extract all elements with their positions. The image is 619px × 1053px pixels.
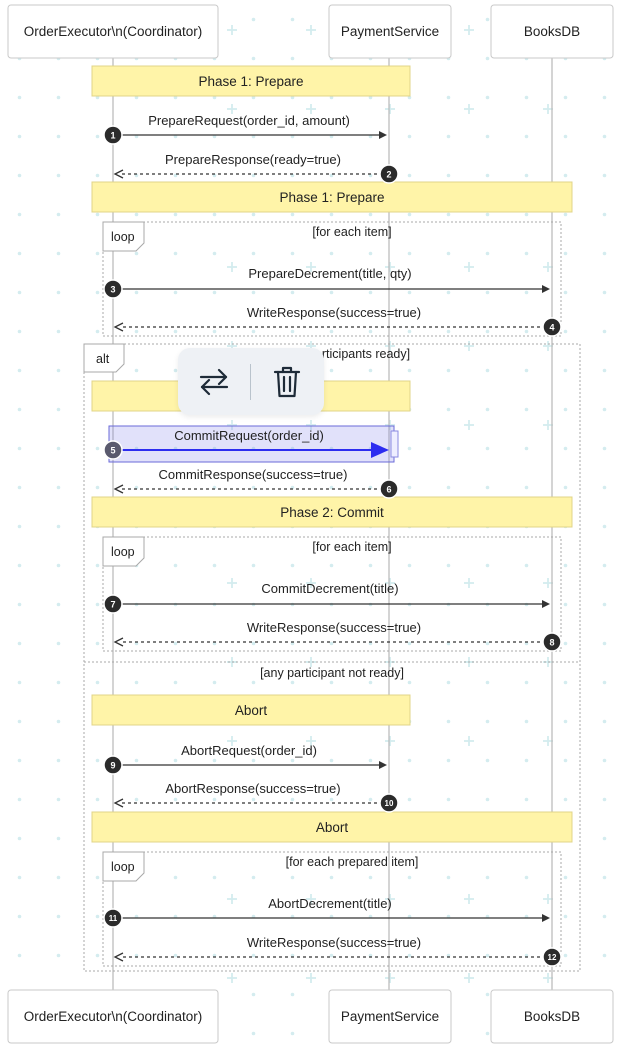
svg-text:BooksDB: BooksDB	[524, 24, 580, 39]
loop-fragment-1[interactable]: loop [for each item]	[102, 221, 562, 337]
selected-message-highlight[interactable]	[108, 425, 399, 463]
note-phase1-prepare-b[interactable]: Phase 1: Prepare	[91, 181, 573, 213]
message-12-label: WriteResponse(success=true)	[247, 935, 421, 950]
message-3[interactable]: PrepareDecrement(title, qty) 3	[103, 266, 550, 299]
note-abort-a[interactable]: Abort	[91, 694, 411, 726]
message-4-label: WriteResponse(success=true)	[247, 305, 421, 320]
trash-icon	[273, 366, 301, 397]
svg-text:BooksDB: BooksDB	[524, 1009, 580, 1024]
message-4[interactable]: WriteResponse(success=true) 4	[113, 305, 562, 337]
loop-fragment-1-condition: [for each item]	[312, 225, 391, 239]
message-3-seq: 3	[110, 285, 115, 295]
selection-resize-handle[interactable]	[390, 430, 399, 458]
message-7[interactable]: CommitDecrement(title) 7	[103, 581, 550, 614]
message-9-label: AbortRequest(order_id)	[181, 743, 317, 758]
message-11-label: AbortDecrement(title)	[268, 896, 392, 911]
messages: PrepareRequest(order_id, amount) 1 Prepa…	[103, 113, 562, 967]
message-9[interactable]: AbortRequest(order_id) 9	[103, 743, 387, 775]
svg-text:OrderExecutor\n(Coordinator): OrderExecutor\n(Coordinator)	[24, 1009, 203, 1024]
alt-fragment[interactable]: alt rticipants ready] [any participant n…	[83, 343, 581, 972]
notes: Phase 1: Prepare Phase 1: Prepare Phase …	[91, 65, 573, 843]
actor-coordinator-top[interactable]: OrderExecutor\n(Coordinator)	[7, 4, 219, 59]
note-abort-b[interactable]: Abort	[91, 811, 573, 843]
alt-fragment-condition: rticipants ready]	[322, 347, 410, 361]
svg-text:PaymentService: PaymentService	[341, 1009, 439, 1024]
message-5-label: CommitRequest(order_id)	[174, 428, 324, 443]
message-8-label: WriteResponse(success=true)	[247, 620, 421, 635]
loop-fragment-1-label: loop	[111, 230, 135, 244]
message-12[interactable]: WriteResponse(success=true) 12	[113, 935, 562, 967]
actor-payment-service-top[interactable]: PaymentService	[328, 4, 452, 59]
fragments: loop [for each item] alt rticipants read…	[83, 221, 581, 972]
svg-text:Phase 1: Prepare: Phase 1: Prepare	[279, 190, 384, 205]
message-8-seq: 8	[549, 638, 554, 648]
message-2-label: PrepareResponse(ready=true)	[165, 152, 341, 167]
svg-text:OrderExecutor\n(Coordinator): OrderExecutor\n(Coordinator)	[24, 24, 203, 39]
actor-coordinator-bottom[interactable]: OrderExecutor\n(Coordinator)	[7, 989, 219, 1044]
message-5-seq: 5	[110, 446, 115, 456]
context-toolbar	[178, 348, 324, 415]
actor-books-db-bottom[interactable]: BooksDB	[490, 989, 614, 1044]
message-5[interactable]: CommitRequest(order_id) 5	[103, 428, 389, 460]
message-2-seq: 2	[386, 170, 391, 180]
message-4-seq: 4	[549, 323, 554, 333]
loop-fragment-3-label: loop	[111, 860, 135, 874]
toolbar-separator	[250, 363, 251, 400]
message-6[interactable]: CommitResponse(success=true) 6	[113, 467, 399, 499]
actor-payment-service-bottom[interactable]: PaymentService	[328, 989, 452, 1044]
svg-text:Phase 2: Commit: Phase 2: Commit	[280, 505, 384, 520]
note-phase2-commit[interactable]: Phase 2: Commit	[91, 496, 573, 528]
message-8[interactable]: WriteResponse(success=true) 8	[113, 620, 562, 652]
loop-fragment-2-condition: [for each item]	[312, 540, 391, 554]
message-6-label: CommitResponse(success=true)	[159, 467, 348, 482]
message-10[interactable]: AbortResponse(success=true) 10	[113, 781, 399, 813]
message-11[interactable]: AbortDecrement(title) 11	[103, 896, 550, 928]
svg-text:Abort: Abort	[235, 703, 268, 718]
message-6-seq: 6	[386, 485, 391, 495]
svg-text:Abort: Abort	[316, 820, 349, 835]
delete-button[interactable]	[251, 348, 323, 415]
alt-else-condition: [any participant not ready]	[260, 666, 404, 680]
swap-direction-button[interactable]	[178, 348, 250, 415]
loop-fragment-2-label: loop	[111, 545, 135, 559]
message-1-seq: 1	[110, 131, 115, 141]
message-10-label: AbortResponse(success=true)	[165, 781, 340, 796]
alt-fragment-label: alt	[96, 352, 110, 366]
note-phase1-prepare-a[interactable]: Phase 1: Prepare	[91, 65, 411, 97]
actors-top: OrderExecutor\n(Coordinator) PaymentServ…	[7, 4, 614, 59]
loop-fragment-3-condition: [for each prepared item]	[286, 855, 419, 869]
svg-text:Phase 1: Prepare: Phase 1: Prepare	[198, 74, 303, 89]
actors-bottom: OrderExecutor\n(Coordinator) PaymentServ…	[7, 989, 614, 1044]
message-1[interactable]: PrepareRequest(order_id, amount) 1	[103, 113, 387, 145]
swap-arrows-icon	[199, 368, 229, 395]
message-10-seq: 10	[385, 799, 394, 808]
loop-fragment-3[interactable]: loop [for each prepared item]	[102, 851, 562, 967]
message-9-seq: 9	[110, 761, 115, 771]
message-7-seq: 7	[110, 600, 115, 610]
actor-books-db-top[interactable]: BooksDB	[490, 4, 614, 59]
message-3-label: PrepareDecrement(title, qty)	[248, 266, 411, 281]
message-12-seq: 12	[548, 953, 557, 962]
message-11-seq: 11	[109, 914, 118, 923]
message-7-label: CommitDecrement(title)	[261, 581, 398, 596]
message-1-label: PrepareRequest(order_id, amount)	[148, 113, 350, 128]
message-2[interactable]: PrepareResponse(ready=true) 2	[113, 152, 399, 184]
loop-fragment-2[interactable]: loop [for each item]	[102, 536, 562, 652]
svg-text:PaymentService: PaymentService	[341, 24, 439, 39]
